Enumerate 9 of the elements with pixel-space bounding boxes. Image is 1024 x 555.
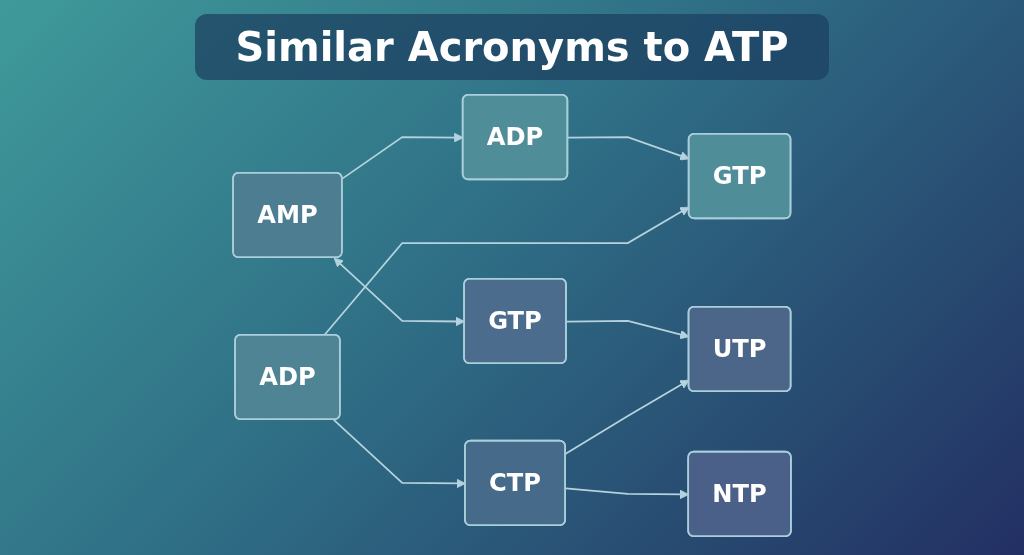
node-box: AMP — [232, 171, 343, 259]
node-box: ADP — [461, 93, 569, 181]
title: Similar Acronyms to ATP — [195, 14, 829, 80]
node-box: UTP — [687, 305, 792, 393]
node-box: CTP — [464, 439, 566, 527]
node-box: ADP — [234, 333, 341, 421]
node-box: GTP — [463, 277, 567, 365]
node-box: NTP — [687, 450, 792, 538]
node-box: GTP — [687, 132, 792, 220]
